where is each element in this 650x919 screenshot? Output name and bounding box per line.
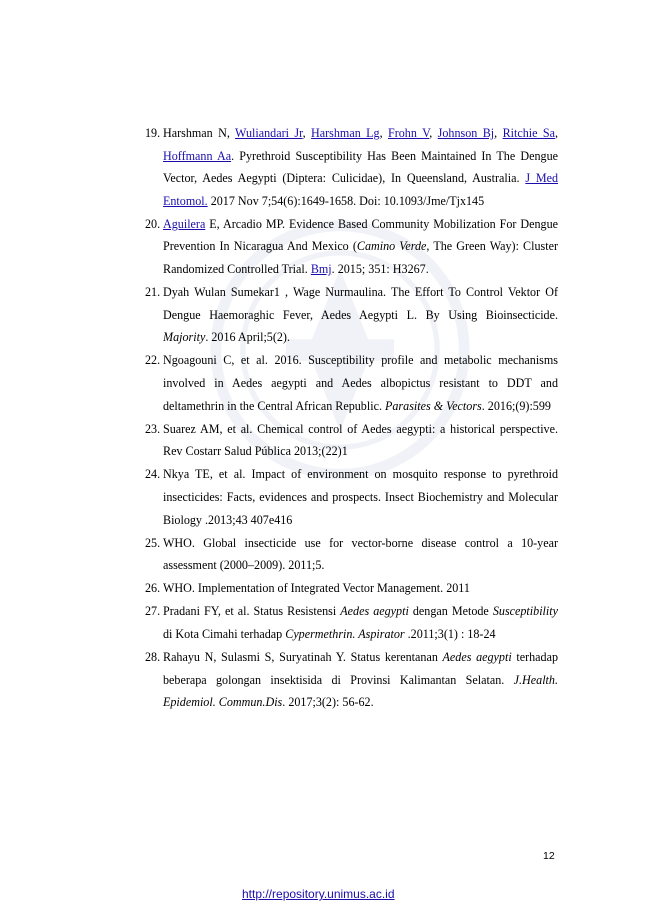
reference-text-segment: Pradani FY, et al. Status Resistensi: [163, 604, 341, 619]
reference-text: Pradani FY, et al. Status Resistensi Aed…: [163, 600, 558, 645]
reference-text-segment: . 2016;(9):599: [481, 398, 551, 413]
reference-text-segment: ,: [494, 126, 503, 140]
reference-text-segment: ,: [302, 126, 312, 140]
reference-text: Nkya TE, et al. Impact of environment on…: [163, 463, 558, 531]
reference-text-segment: dengan Metode: [408, 604, 493, 619]
reference-text: Suarez AM, et al. Chemical control of Ae…: [163, 418, 558, 463]
reference-link[interactable]: Bmj: [310, 262, 332, 277]
reference-text-segment: Nkya TE, et al. Impact of environment on…: [163, 467, 558, 527]
reference-text: Harshman N, Wuliandari Jr, Harshman Lg, …: [163, 122, 558, 212]
reference-link[interactable]: Wuliandari Jr: [235, 126, 303, 140]
reference-italic-text: Cypermethrin. Aspirator: [285, 627, 405, 642]
reference-text: Aguilera E, Arcadio MP. Evidence Based C…: [163, 213, 558, 281]
reference-link[interactable]: Frohn V: [388, 126, 430, 140]
reference-italic-text: Camino Verde: [356, 239, 427, 254]
reference-text-segment: E, Arcadio MP. Evidence Based Community …: [163, 216, 558, 254]
reference-text-segment: Rahayu N, Sulasmi S, Suryatinah Y. Statu…: [163, 650, 443, 665]
reference-number: 23.: [145, 421, 161, 436]
reference-text-segment: ,: [555, 126, 559, 140]
reference-link[interactable]: Hoffmann Aa: [163, 148, 232, 163]
reference-item: 28.Rahayu N, Sulasmi S, Suryatinah Y. St…: [145, 646, 558, 714]
reference-text-segment: ,: [379, 126, 388, 140]
repository-link[interactable]: http://repository.unimus.ac.id: [242, 887, 395, 901]
reference-italic-text: J.Health. Epidemiol. Commun.Dis: [163, 672, 558, 710]
reference-item: 21.Dyah Wulan Sumekar1 , Wage Nurmaulina…: [145, 281, 558, 349]
reference-text-segment: 2017 Nov 7;54(6):1649-1658. Doi: 10.1093…: [207, 193, 485, 208]
reference-link[interactable]: Harshman Lg: [311, 126, 380, 140]
reference-link[interactable]: J Med Entomol.: [163, 171, 558, 208]
reference-number: 25.: [145, 535, 161, 550]
reference-item: 24.Nkya TE, et al. Impact of environment…: [145, 463, 558, 531]
reference-item: 27.Pradani FY, et al. Status Resistensi …: [145, 600, 558, 645]
reference-text-segment: di Kota Cimahi terhadap: [163, 627, 286, 642]
reference-item: 22.Ngoagouni C, et al. 2016. Susceptibil…: [145, 349, 558, 417]
reference-italic-text: Majority: [163, 330, 206, 345]
reference-item: 19.Harshman N, Wuliandari Jr, Harshman L…: [145, 122, 558, 212]
reference-text-segment: WHO. Implementation of Integrated Vector…: [163, 581, 470, 596]
reference-item: 20.Aguilera E, Arcadio MP. Evidence Base…: [145, 213, 558, 281]
reference-number: 20.: [145, 216, 161, 231]
reference-number: 19.: [145, 126, 161, 140]
reference-text-segment: , The Green Way): Cluster Randomized Con…: [163, 239, 558, 277]
reference-text: Rahayu N, Sulasmi S, Suryatinah Y. Statu…: [163, 646, 558, 714]
reference-text: WHO. Global insecticide use for vector-b…: [163, 532, 558, 577]
reference-text-segment: terhadap beberapa golongan insektisida d…: [163, 650, 559, 687]
reference-number: 27.: [145, 604, 161, 619]
reference-item: 25.WHO. Global insecticide use for vecto…: [145, 532, 558, 577]
reference-text-segment: Dyah Wulan Sumekar1 , Wage Nurmaulina. T…: [163, 285, 558, 322]
reference-number: 24.: [145, 467, 161, 482]
reference-text-segment: . 2015; 351: H3267.: [331, 262, 429, 277]
page-number: 12: [543, 850, 555, 862]
university-seal-watermark: [210, 220, 470, 480]
reference-text-segment: Harshman N,: [163, 126, 236, 140]
reference-list: 19.Harshman N, Wuliandari Jr, Harshman L…: [145, 122, 558, 714]
reference-text-segment: Ngoagouni C, et al. 2016. Susceptibility…: [163, 353, 558, 413]
reference-item: 23.Suarez AM, et al. Chemical control of…: [145, 418, 558, 463]
reference-number: 22.: [145, 353, 161, 368]
reference-text-segment: .2011;3(1) : 18-24: [404, 627, 496, 642]
reference-link[interactable]: Aguilera: [163, 216, 206, 231]
reference-item: 26.WHO. Implementation of Integrated Vec…: [145, 577, 558, 600]
reference-italic-text: Susceptibility: [492, 604, 559, 619]
reference-text: Dyah Wulan Sumekar1 , Wage Nurmaulina. T…: [163, 281, 558, 349]
reference-text-segment: ,: [429, 126, 438, 140]
reference-text-segment: . Pyrethroid Susceptibility Has Been Mai…: [163, 148, 558, 186]
reference-number: 26.: [145, 581, 161, 596]
reference-text-segment: WHO. Global insecticide use for vector-b…: [163, 535, 558, 573]
reference-link[interactable]: Johnson Bj: [437, 126, 495, 140]
reference-link[interactable]: Ritchie Sa: [502, 126, 555, 140]
reference-italic-text: Aedes aegypti: [340, 604, 409, 619]
reference-italic-text: Parasites & Vectors: [385, 398, 482, 413]
reference-number: 21.: [145, 285, 161, 300]
reference-text-segment: . 2016 April;5(2).: [205, 330, 290, 345]
reference-text: WHO. Implementation of Integrated Vector…: [163, 577, 558, 600]
reference-italic-text: Aedes aegypti: [442, 650, 512, 665]
reference-number: 28.: [145, 650, 161, 665]
reference-text-segment: Suarez AM, et al. Chemical control of Ae…: [163, 421, 558, 459]
reference-text: Ngoagouni C, et al. 2016. Susceptibility…: [163, 349, 558, 417]
reference-text-segment: . 2017;3(2): 56-62.: [282, 695, 374, 710]
